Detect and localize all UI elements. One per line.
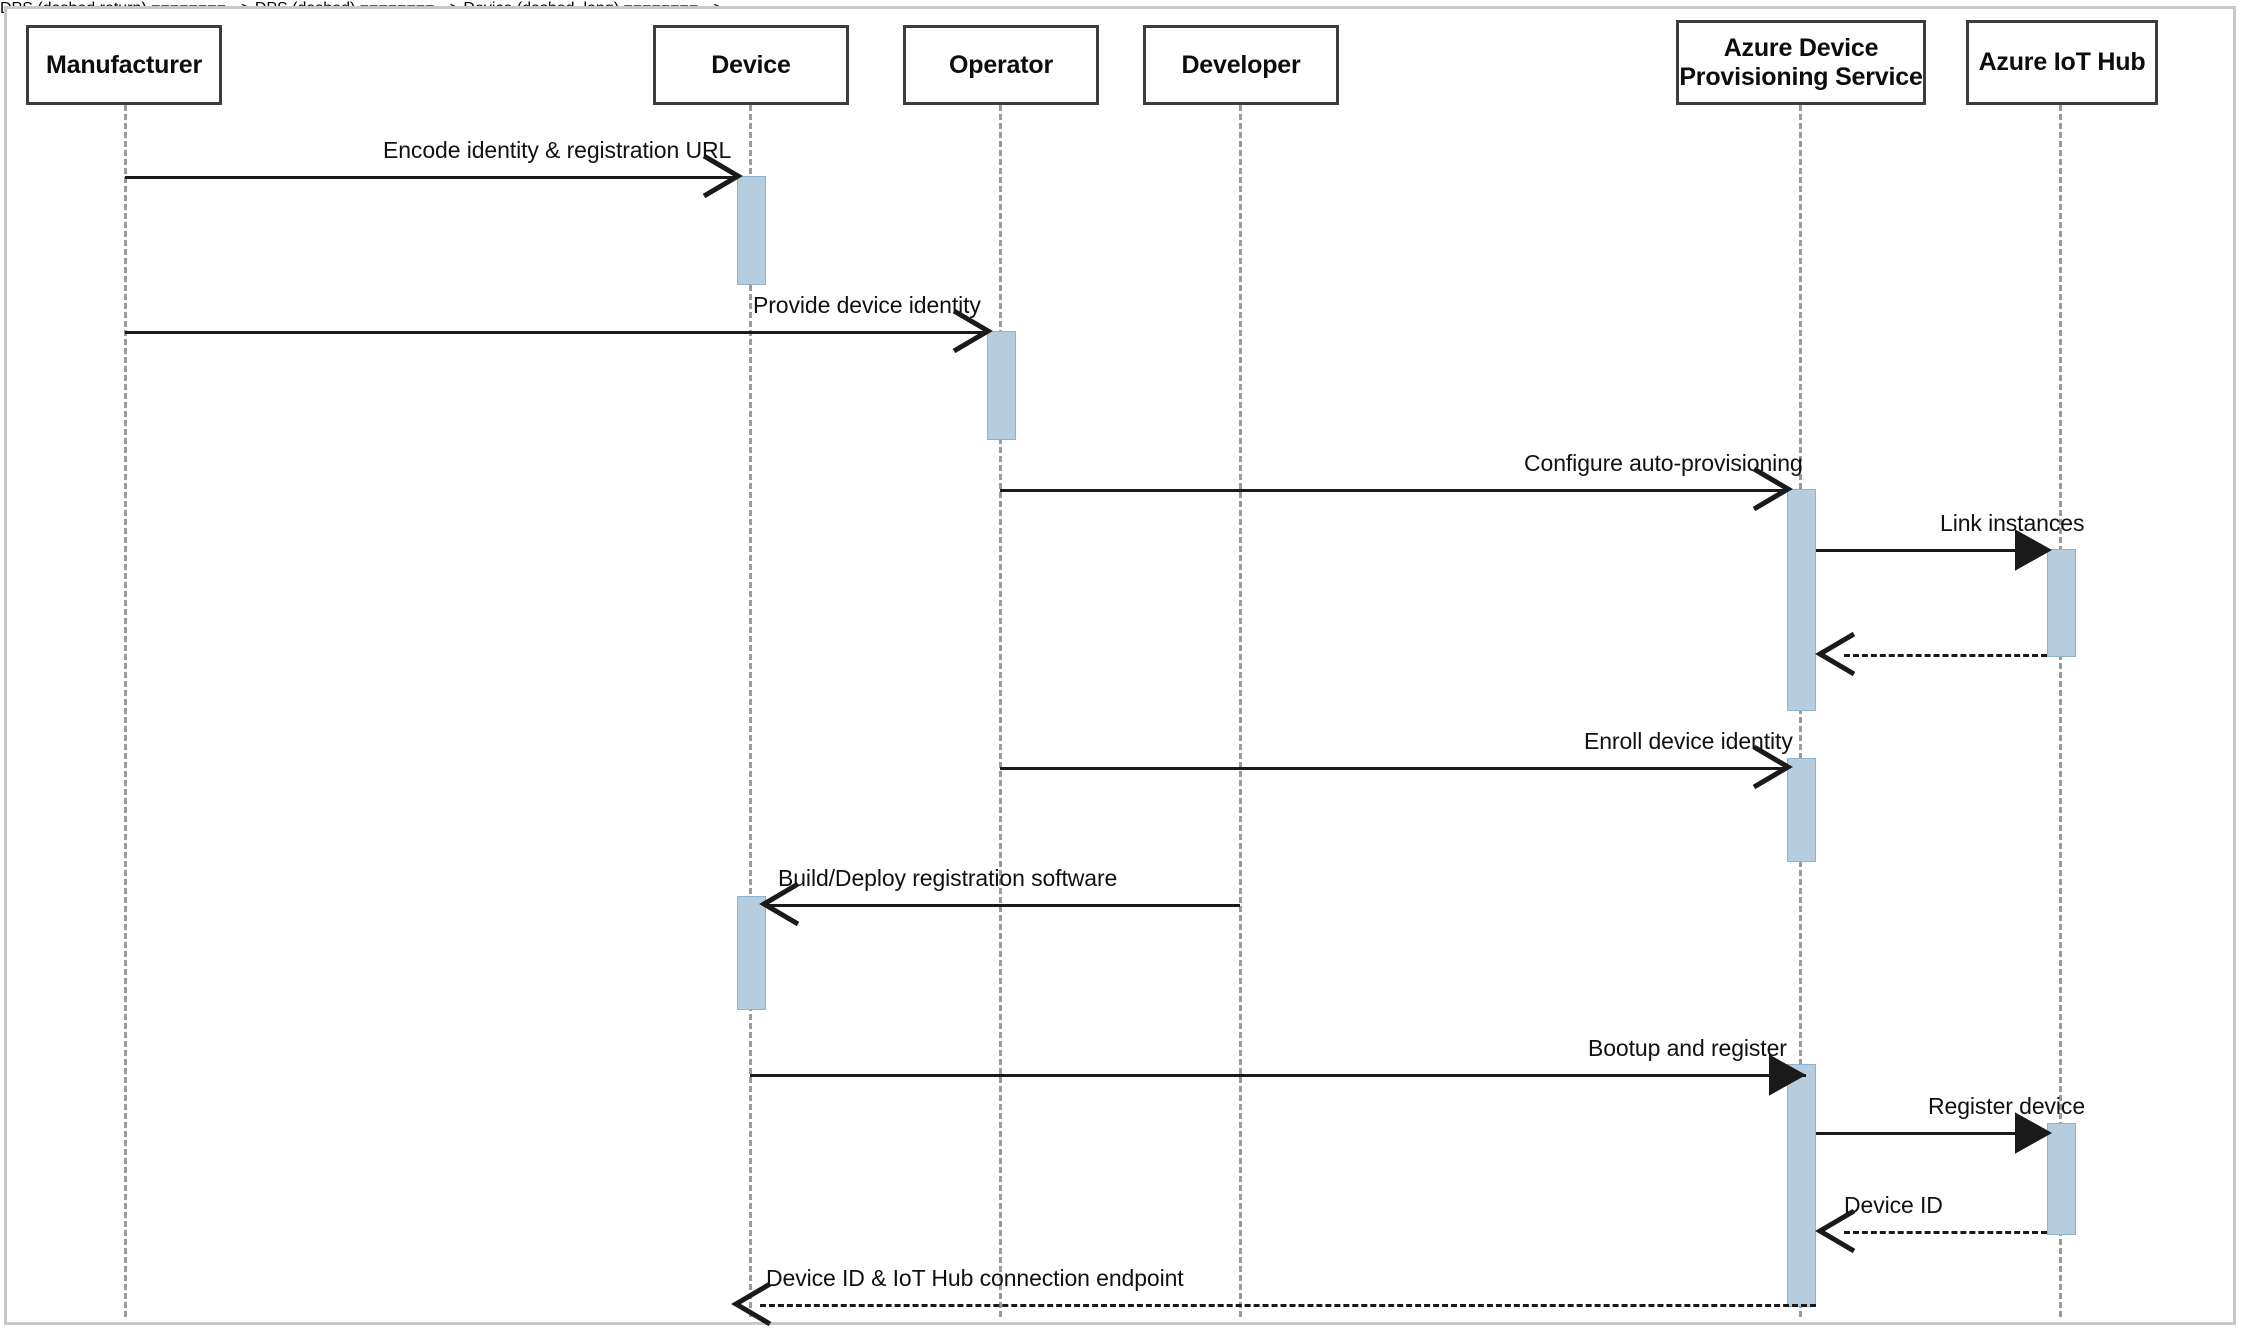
message-arrowhead-1 (702, 153, 743, 199)
activation-bar-dps-3 (1787, 1064, 1816, 1307)
message-line-11 (760, 1304, 1816, 1307)
lifeline-device (749, 105, 752, 1317)
participant-label-manufacturer: Manufacturer (46, 50, 202, 79)
participant-label-operator: Operator (949, 50, 1053, 79)
message-arrowhead-3 (1752, 466, 1793, 512)
participant-label-iothub: Azure IoT Hub (1978, 48, 2146, 77)
message-label-7: Build/Deploy registration software (778, 865, 1118, 891)
participant-label-dps-line1: Azure Device (1723, 33, 1879, 62)
message-label-9: Register device (1928, 1093, 2086, 1119)
message-arrowhead-10 (1815, 1208, 1856, 1254)
participant-azure-iot-hub[interactable]: Azure IoT Hub (1966, 20, 2158, 105)
activation-bar-operator-1 (987, 331, 1016, 440)
message-label-1: Encode identity & registration URL (383, 137, 732, 163)
message-arrowhead-7 (759, 881, 800, 927)
participant-azure-device-provisioning-service[interactable]: Azure Device Provisioning Service (1676, 20, 1926, 105)
message-line-1 (125, 176, 737, 179)
participant-label-developer: Developer (1181, 50, 1301, 79)
message-label-11: Device ID & IoT Hub connection endpoint (766, 1265, 1184, 1291)
message-line-2 (125, 331, 987, 334)
participant-device[interactable]: Device (653, 25, 849, 105)
activation-bar-device-1 (737, 176, 766, 285)
participant-manufacturer[interactable]: Manufacturer (26, 25, 222, 105)
lifeline-manufacturer (124, 105, 127, 1317)
message-arrowhead-6 (1752, 744, 1793, 790)
message-arrowhead-4 (2015, 529, 2053, 571)
participant-label-dps-line2: Provisioning Service (1679, 62, 1923, 91)
diagram-frame (4, 6, 2236, 1325)
message-line-9 (1816, 1132, 2030, 1135)
activation-bar-dps-2 (1787, 758, 1816, 862)
message-line-6 (1000, 767, 1787, 770)
participant-developer[interactable]: Developer (1143, 25, 1339, 105)
message-arrowhead-8 (1769, 1054, 1807, 1096)
message-label-2: Provide device identity (753, 292, 981, 318)
activation-bar-iothub-2 (2047, 1123, 2076, 1235)
lifeline-developer (1239, 105, 1242, 1317)
message-label-8: Bootup and register (1588, 1035, 1787, 1061)
message-label-10: Device ID (1844, 1192, 1943, 1218)
lifeline-operator (999, 105, 1002, 1317)
activation-bar-iothub-1 (2047, 549, 2076, 657)
lifeline-iothub (2059, 105, 2062, 1317)
participant-label-device: Device (711, 50, 791, 79)
lifeline-dps (1799, 105, 1802, 1317)
message-line-10 (1844, 1231, 2047, 1234)
message-line-3 (1000, 489, 1787, 492)
participant-operator[interactable]: Operator (903, 25, 1099, 105)
message-arrowhead-2 (952, 308, 993, 354)
message-line-8 (750, 1074, 1806, 1077)
message-arrowhead-5 (1815, 631, 1856, 677)
message-arrowhead-11 (731, 1281, 772, 1327)
message-label-4: Link instances (1940, 510, 2085, 536)
message-arrowhead-9 (2015, 1112, 2053, 1154)
activation-bar-dps-1 (1787, 489, 1816, 711)
message-line-4 (1816, 549, 2026, 552)
message-line-7 (766, 904, 1240, 907)
activation-bar-device-2 (737, 896, 766, 1010)
message-line-5 (1844, 654, 2047, 657)
